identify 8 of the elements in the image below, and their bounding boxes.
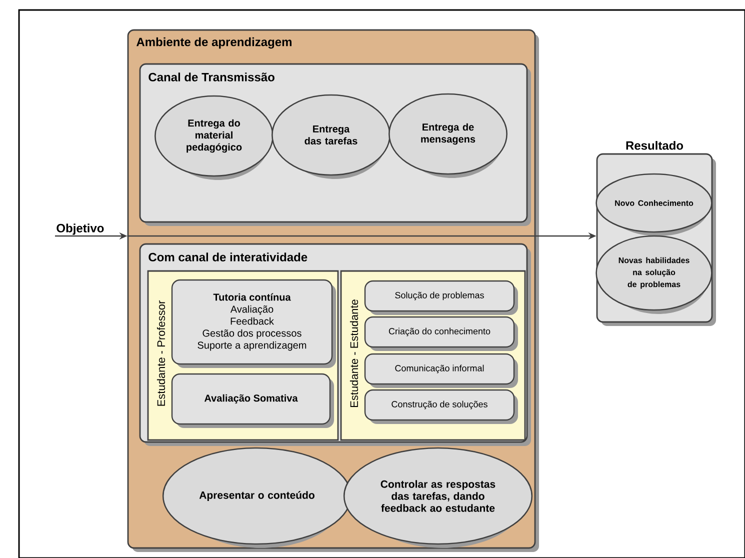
pill-box: Criação do conhecimento xyxy=(364,316,518,351)
rounded-box: Avaliação Somativa xyxy=(171,373,334,428)
node-label: Resultado xyxy=(626,140,684,150)
pill-box: Comunicação informal xyxy=(364,353,518,388)
pill-box: Solução de problemas xyxy=(364,280,518,315)
pill-box: Construção de soluções xyxy=(364,389,518,424)
rounded-box: Tutoria contínua Avaliação Feedback Gestão dos processos Suporte a aprendizagem xyxy=(171,279,336,368)
edge-label: Objetivo xyxy=(56,224,104,235)
